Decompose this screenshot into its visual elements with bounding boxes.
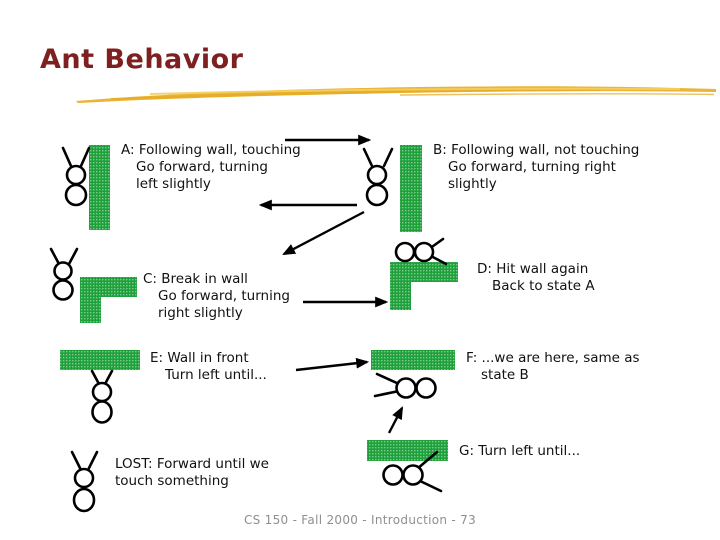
slide-footer: CS 150 - Fall 2000 - Introduction - 73 (243, 513, 477, 527)
title-swoosh-graphic (76, 86, 716, 103)
ant-lost-figure (70, 450, 99, 513)
wall-a (89, 145, 110, 230)
state-e-line: E: Wall in front (150, 350, 249, 366)
wall-g (367, 440, 448, 461)
state-b-line: Go forward, turning right (448, 159, 616, 175)
ant-b-figure (362, 147, 394, 207)
transition-arrows (258, 134, 404, 434)
wall-d (390, 262, 458, 310)
wall-f (371, 350, 455, 370)
state-lost-line: LOST: Forward until we (115, 456, 269, 472)
state-c-line: C: Break in wall (143, 271, 248, 287)
state-lost-label: LOST: Forward until we touch something (115, 456, 269, 490)
ant-d-figure (394, 237, 448, 266)
ant-e-figure (90, 369, 114, 424)
arrow-g-to-f (387, 406, 404, 434)
ant-g-figure (382, 450, 443, 493)
state-e-label: E: Wall in front Turn left until... (150, 350, 267, 384)
state-c-label: C: Break in wall Go forward, turning rig… (143, 271, 290, 322)
arrow-b-to-c (282, 210, 365, 256)
state-a-line: left slightly (136, 176, 211, 192)
wall-c (80, 277, 137, 323)
state-a-label: A: Following wall, touching Go forward, … (121, 142, 301, 193)
wall-e (60, 350, 140, 370)
state-c-line: Go forward, turning (158, 288, 290, 304)
state-d-line: Back to state A (492, 278, 595, 294)
state-f-line: F: ...we are here, same as (466, 350, 640, 366)
state-d-line: D: Hit wall again (477, 261, 589, 277)
state-a-line: A: Following wall, touching (121, 142, 301, 158)
state-d-label: D: Hit wall again Back to state A (477, 261, 595, 295)
state-b-label: B: Following wall, not touching Go forwa… (433, 142, 639, 193)
state-f-label: F: ...we are here, same as state B (466, 350, 640, 384)
ant-f-figure (373, 372, 437, 399)
state-b-line: B: Following wall, not touching (433, 142, 640, 158)
ant-c-figure (49, 247, 79, 301)
ant-a-figure (61, 146, 91, 207)
state-g-line: G: Turn left until... (459, 443, 581, 459)
state-a-line: Go forward, turning (136, 159, 268, 175)
page-title: Ant Behavior (40, 44, 244, 75)
arrow-e-to-f (295, 357, 370, 372)
state-e-line: Turn left until... (165, 367, 267, 383)
wall-b (400, 145, 422, 232)
state-lost-line: touch something (115, 473, 229, 489)
state-c-line: right slightly (158, 305, 243, 321)
state-b-line: slightly (448, 176, 497, 192)
state-f-line: state B (481, 367, 529, 383)
state-g-label: G: Turn left until... (459, 443, 580, 460)
